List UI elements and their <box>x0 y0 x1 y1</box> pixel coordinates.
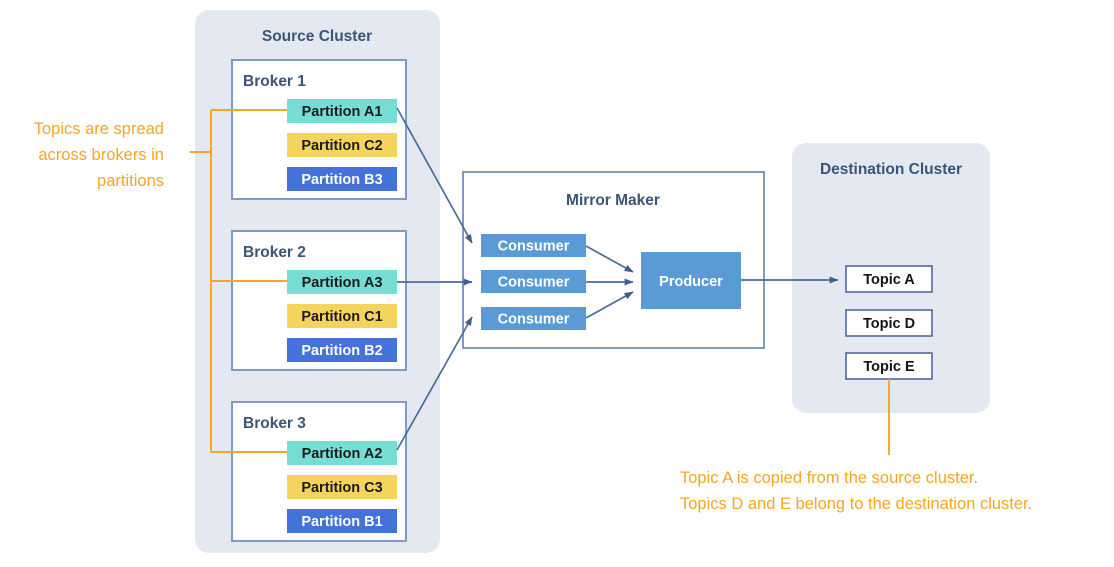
partition-b3-chip[interactable] <box>287 167 397 191</box>
consumer-2-label: Consumer <box>498 275 570 291</box>
topic-box-a[interactable]: Topic A <box>845 265 933 293</box>
mirror-maker-panel: Mirror Maker Consumer Consumer Consumer … <box>462 171 765 349</box>
partition-a3-label: Partition A3 <box>302 275 383 291</box>
mirror-maker-title: Mirror Maker <box>566 192 660 209</box>
partition-c3-label: Partition C3 <box>301 480 382 496</box>
topic-box-e[interactable]: Topic E <box>845 352 933 380</box>
partition-a2-label: Partition A2 <box>302 446 383 462</box>
bottom-annotation-line-2: Topics D and E belong to the destination… <box>680 495 1032 513</box>
source-cluster-panel: Source Cluster Broker 1 Partition A1 Par… <box>195 10 440 553</box>
arrow-consumer-1-to-producer <box>585 245 634 273</box>
partition-b2-label: Partition B2 <box>301 343 382 359</box>
topic-box-d[interactable]: Topic D <box>845 309 933 337</box>
producer-rect <box>641 252 741 309</box>
left-annotation-line-3: partitions <box>97 172 164 190</box>
partition-c2-label: Partition C2 <box>301 138 382 154</box>
consumer-3-rect <box>481 307 586 330</box>
left-annotation-line-1: Topics are spread <box>34 120 164 138</box>
broker-box-1[interactable]: Broker 1 Partition A1 Partition C2 Parti… <box>231 59 407 200</box>
consumer-box-2[interactable]: Consumer <box>481 270 586 293</box>
consumer-box-3[interactable]: Consumer <box>481 307 586 330</box>
partition-c1-chip[interactable] <box>287 304 397 328</box>
broker-3-title: Broker 3 <box>243 415 306 432</box>
topic-d-rect <box>845 309 933 337</box>
topic-e-label: Topic E <box>863 359 915 375</box>
consumer-1-label: Consumer <box>498 239 570 255</box>
producer-box[interactable]: Producer <box>641 252 741 309</box>
topic-a-rect <box>845 265 933 293</box>
topic-d-label: Topic D <box>863 316 915 332</box>
topic-a-label: Topic A <box>863 272 915 288</box>
partition-b3-label: Partition B3 <box>301 172 382 188</box>
broker-box-2[interactable]: Broker 2 Partition A3 Partition C1 Parti… <box>231 230 407 371</box>
partition-a3-chip[interactable] <box>287 270 397 294</box>
partition-a2-chip[interactable] <box>287 441 397 465</box>
broker-1-title: Broker 1 <box>243 73 306 90</box>
partition-a1-chip[interactable] <box>287 99 397 123</box>
consumer-box-1[interactable]: Consumer <box>481 234 586 257</box>
arrow-partition-a1-to-consumer-1 <box>396 107 473 244</box>
partition-a1-label: Partition A1 <box>302 104 383 120</box>
partition-c2-chip[interactable] <box>287 133 397 157</box>
partition-c3-chip[interactable] <box>287 475 397 499</box>
broker-box-3[interactable]: Broker 3 Partition A2 Partition C3 Parti… <box>231 401 407 542</box>
partition-b2-chip[interactable] <box>287 338 397 362</box>
source-cluster-title: Source Cluster <box>262 28 372 45</box>
arrow-partition-a2-to-consumer-3 <box>396 316 473 451</box>
consumer-2-rect <box>481 270 586 293</box>
partition-c1-label: Partition C1 <box>301 309 382 325</box>
partition-b1-label: Partition B1 <box>301 514 382 530</box>
arrow-consumer-3-to-producer <box>585 291 634 319</box>
partition-b1-chip[interactable] <box>287 509 397 533</box>
consumer-1-rect <box>481 234 586 257</box>
consumer-3-label: Consumer <box>498 312 570 328</box>
left-annotation-line-2: across brokers in <box>38 146 164 164</box>
annotation-connectors <box>190 109 890 455</box>
destination-cluster-title: Destination Cluster <box>820 161 962 178</box>
destination-cluster-panel: Destination Cluster Topic A Topic D Topi… <box>792 143 990 413</box>
flow-arrows <box>396 107 839 451</box>
bottom-annotation-line-1: Topic A is copied from the source cluste… <box>680 469 978 487</box>
topic-e-rect <box>845 352 933 380</box>
producer-label: Producer <box>659 274 723 290</box>
left-annotation-text: Topics are spread across brokers in part… <box>34 120 164 190</box>
bottom-annotation-text: Topic A is copied from the source cluste… <box>680 469 1032 513</box>
broker-2-title: Broker 2 <box>243 244 306 261</box>
